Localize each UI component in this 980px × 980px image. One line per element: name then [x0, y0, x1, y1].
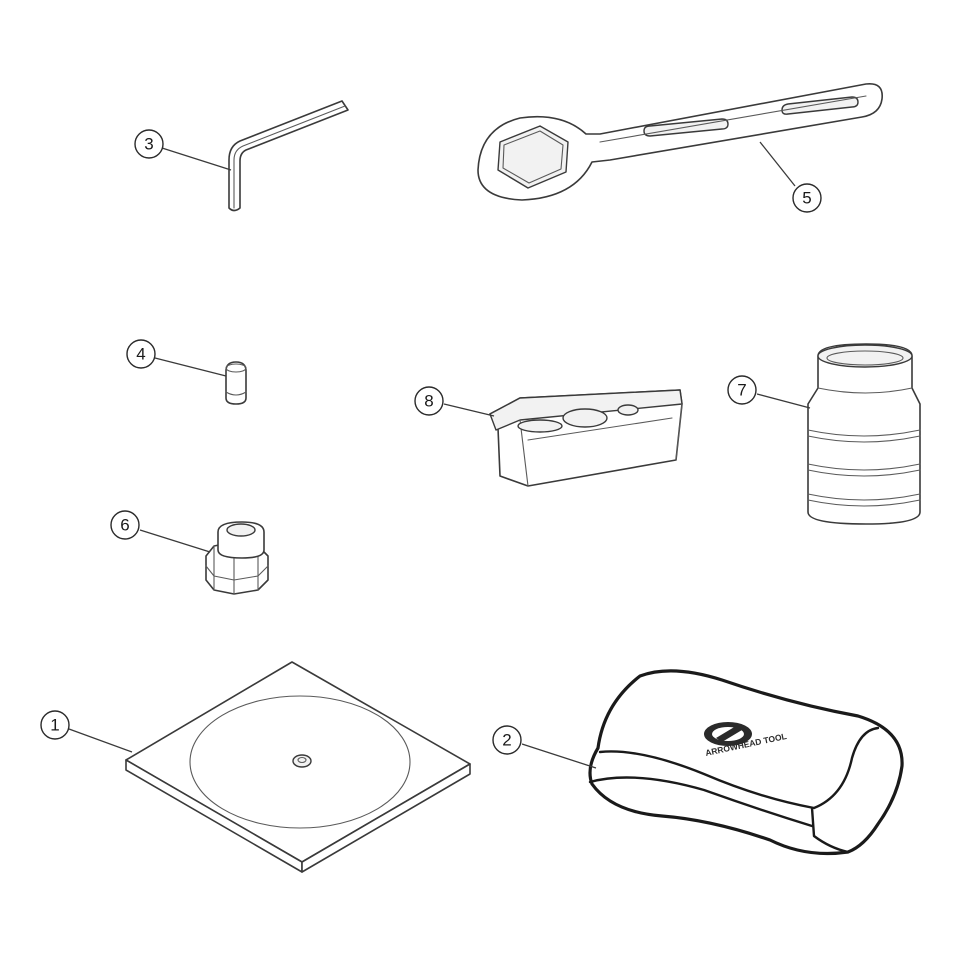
callout-6-label: 6	[120, 516, 129, 535]
leader-2	[521, 743, 597, 769]
part-spanner-wrench	[477, 82, 883, 201]
callout-3: 3	[134, 129, 164, 159]
part-block	[489, 389, 683, 487]
leader-8	[443, 403, 495, 417]
callout-7-label: 7	[737, 381, 746, 400]
part-socket	[807, 343, 921, 525]
callout-4-label: 4	[136, 345, 145, 364]
leader-7	[756, 393, 811, 409]
leader-4	[154, 357, 227, 377]
callout-3-label: 3	[144, 135, 153, 154]
part-pin	[225, 361, 247, 405]
leader-6	[139, 529, 211, 553]
callout-1-label: 1	[50, 716, 59, 735]
callout-1: 1	[40, 710, 70, 740]
leader-5	[759, 141, 796, 187]
leader-3	[161, 147, 232, 171]
callout-7: 7	[727, 375, 757, 405]
callout-5-label: 5	[802, 189, 811, 208]
callout-8: 8	[414, 386, 444, 416]
callout-6: 6	[110, 510, 140, 540]
callout-5: 5	[792, 183, 822, 213]
callout-2: 2	[492, 725, 522, 755]
part-hex-key	[228, 100, 349, 212]
leader-lines	[68, 141, 811, 769]
part-plate	[125, 661, 471, 873]
part-hex-nut	[205, 521, 269, 595]
leader-1	[68, 728, 133, 753]
callout-2-label: 2	[502, 731, 511, 750]
part-cloth-bag: ARROWHEAD TOOL	[588, 669, 904, 856]
callout-4: 4	[126, 339, 156, 369]
callout-8-label: 8	[424, 392, 433, 411]
